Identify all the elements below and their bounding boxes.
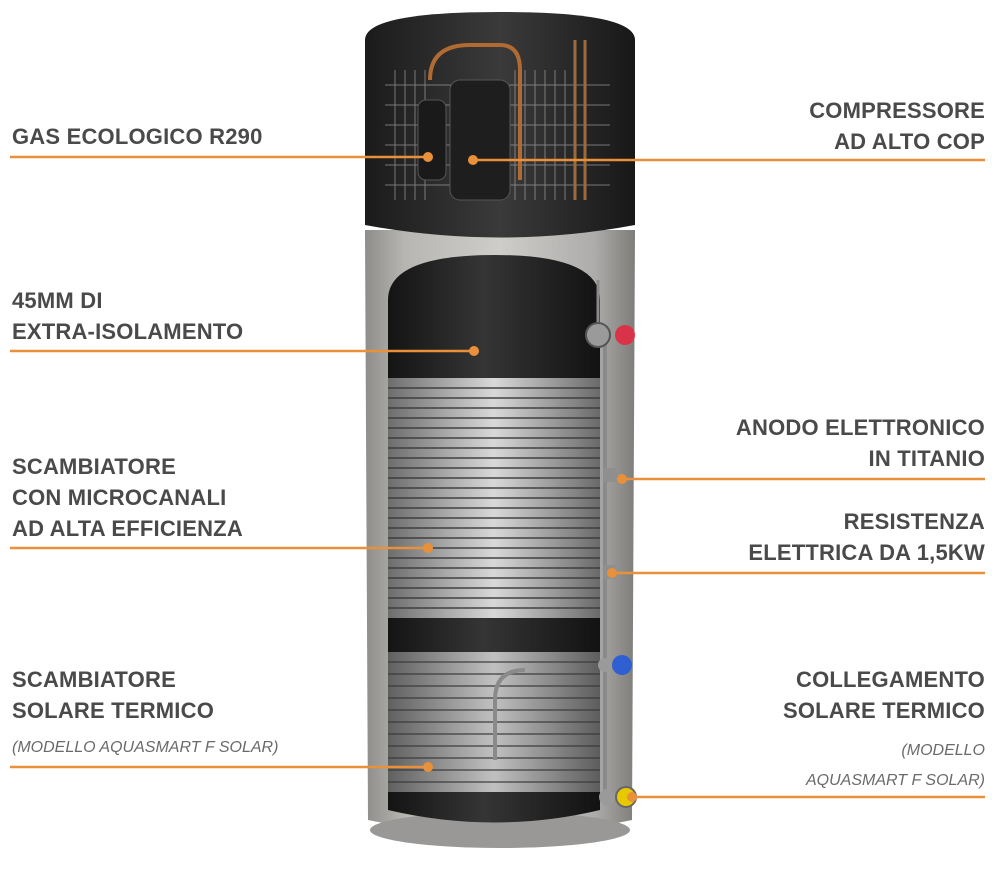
- solar-connection-note-line-1: (MODELLO: [901, 742, 985, 759]
- solar-connection-callout-dot: [627, 792, 637, 802]
- exchanger-label: SCAMBIATORE CON MICROCANALI AD ALTA EFFI…: [12, 451, 243, 544]
- insulation-label-line-2: EXTRA-ISOLAMENTO: [12, 319, 244, 344]
- solar-connection-connector: [599, 786, 637, 808]
- resistance-callout-dot: [607, 568, 617, 578]
- anode-label: ANODO ELETTRONICO IN TITANIO: [736, 412, 985, 474]
- top-unit: [365, 12, 635, 238]
- gas-callout-dot: [423, 152, 433, 162]
- anode-label-line-1: ANODO ELETTRONICO: [735, 415, 985, 440]
- exchanger-callout-dot: [423, 543, 433, 553]
- insulation-label-line-1: 45MM DI: [12, 288, 103, 313]
- solar-exchanger-coil: [388, 652, 600, 792]
- insulation-callout-dot: [469, 346, 479, 356]
- hot-water-outlet-connector: [585, 322, 635, 348]
- solar-connection-label-line-1: COLLEGAMENTO: [796, 667, 985, 692]
- anode-callout-dot: [617, 474, 627, 484]
- compressor-callout-dot: [468, 155, 478, 165]
- inner-tank: [388, 255, 600, 823]
- exchanger-label-line-2: CON MICROCANALI: [12, 485, 227, 510]
- gas-label-line: GAS ECOLOGICO R290: [12, 124, 263, 149]
- gas-label: GAS ECOLOGICO R290: [12, 121, 263, 152]
- solar-connection-note: (MODELLO AQUASMART F SOLAR): [806, 736, 985, 796]
- resistance-label-line-1: RESISTENZA: [843, 509, 985, 534]
- compressor-label: COMPRESSORE AD ALTO COP: [809, 95, 985, 157]
- anode-label-line-2: IN TITANIO: [868, 446, 985, 471]
- solar-exchanger-label: SCAMBIATORE SOLARE TERMICO: [12, 664, 214, 726]
- resistance-label-line-2: ELETTRICA DA 1,5KW: [748, 540, 985, 565]
- solar-exchanger-label-line-2: SOLARE TERMICO: [12, 698, 215, 723]
- compressor-label-line-2: AD ALTO COP: [834, 129, 985, 154]
- exchanger-label-line-1: SCAMBIATORE: [12, 454, 176, 479]
- microchannel-exchanger: [388, 378, 600, 618]
- solar-connection-label-line-2: SOLARE TERMICO: [782, 698, 985, 723]
- solar-exchanger-callout-dot: [423, 762, 433, 772]
- compressor-label-line-1: COMPRESSORE: [809, 98, 985, 123]
- solar-exchanger-note: (MODELLO AQUASMART F SOLAR): [12, 739, 279, 756]
- cold-water-inlet-connector: [598, 655, 632, 675]
- exchanger-label-line-3: AD ALTA EFFICIENZA: [12, 516, 243, 541]
- solar-connection-note-line-2: AQUASMART F SOLAR): [806, 772, 985, 789]
- insulation-label: 45MM DI EXTRA-ISOLAMENTO: [12, 285, 243, 347]
- resistance-label: RESISTENZA ELETTRICA DA 1,5KW: [748, 506, 985, 568]
- solar-connection-label: COLLEGAMENTO SOLARE TERMICO: [783, 664, 985, 726]
- anode-connector: [603, 468, 617, 482]
- solar-exchanger-label-line-1: SCAMBIATORE: [12, 667, 176, 692]
